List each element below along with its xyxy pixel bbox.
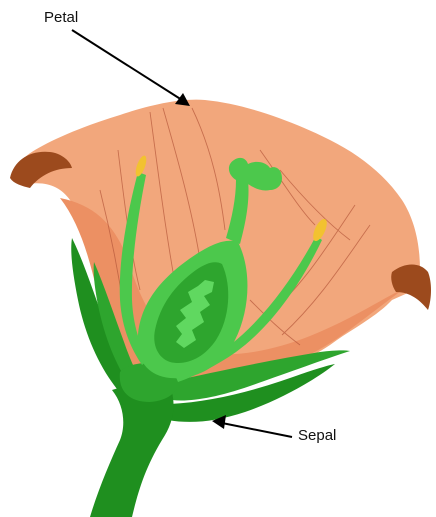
pistil	[137, 157, 282, 379]
ovules	[176, 280, 214, 348]
sepal-label: Sepal	[298, 427, 337, 444]
sepal-left-outer	[71, 238, 136, 395]
stamens	[119, 155, 327, 382]
stamen-right-anther	[313, 218, 327, 242]
sepal-left-inner	[93, 262, 148, 392]
sepal-arrow-line	[221, 422, 293, 438]
petal-tip-right	[391, 264, 431, 310]
petal-label: Petal	[44, 9, 79, 26]
stamen-left-filament	[119, 172, 148, 365]
sepals	[71, 238, 350, 422]
arrows	[71, 29, 293, 438]
sepal-right-upper	[168, 350, 350, 401]
sepal-arrow-head	[212, 415, 226, 429]
petal-arrow-head	[175, 93, 190, 106]
stamen-left-anther	[135, 155, 147, 177]
style	[226, 180, 249, 244]
stigma	[228, 157, 282, 191]
petal-arrow-line	[71, 29, 183, 101]
sepal-right-lower	[168, 364, 335, 422]
petal-tip-left	[10, 151, 72, 188]
stem	[90, 386, 174, 517]
